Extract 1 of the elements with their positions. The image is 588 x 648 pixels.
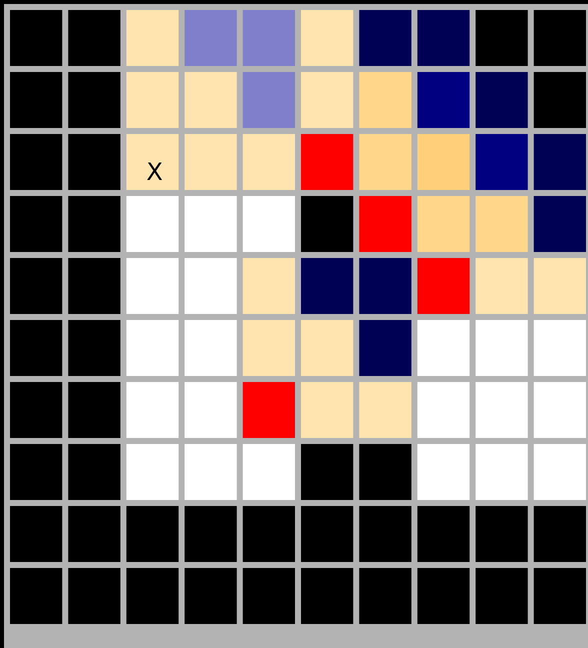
cell-label: X: [146, 160, 163, 184]
